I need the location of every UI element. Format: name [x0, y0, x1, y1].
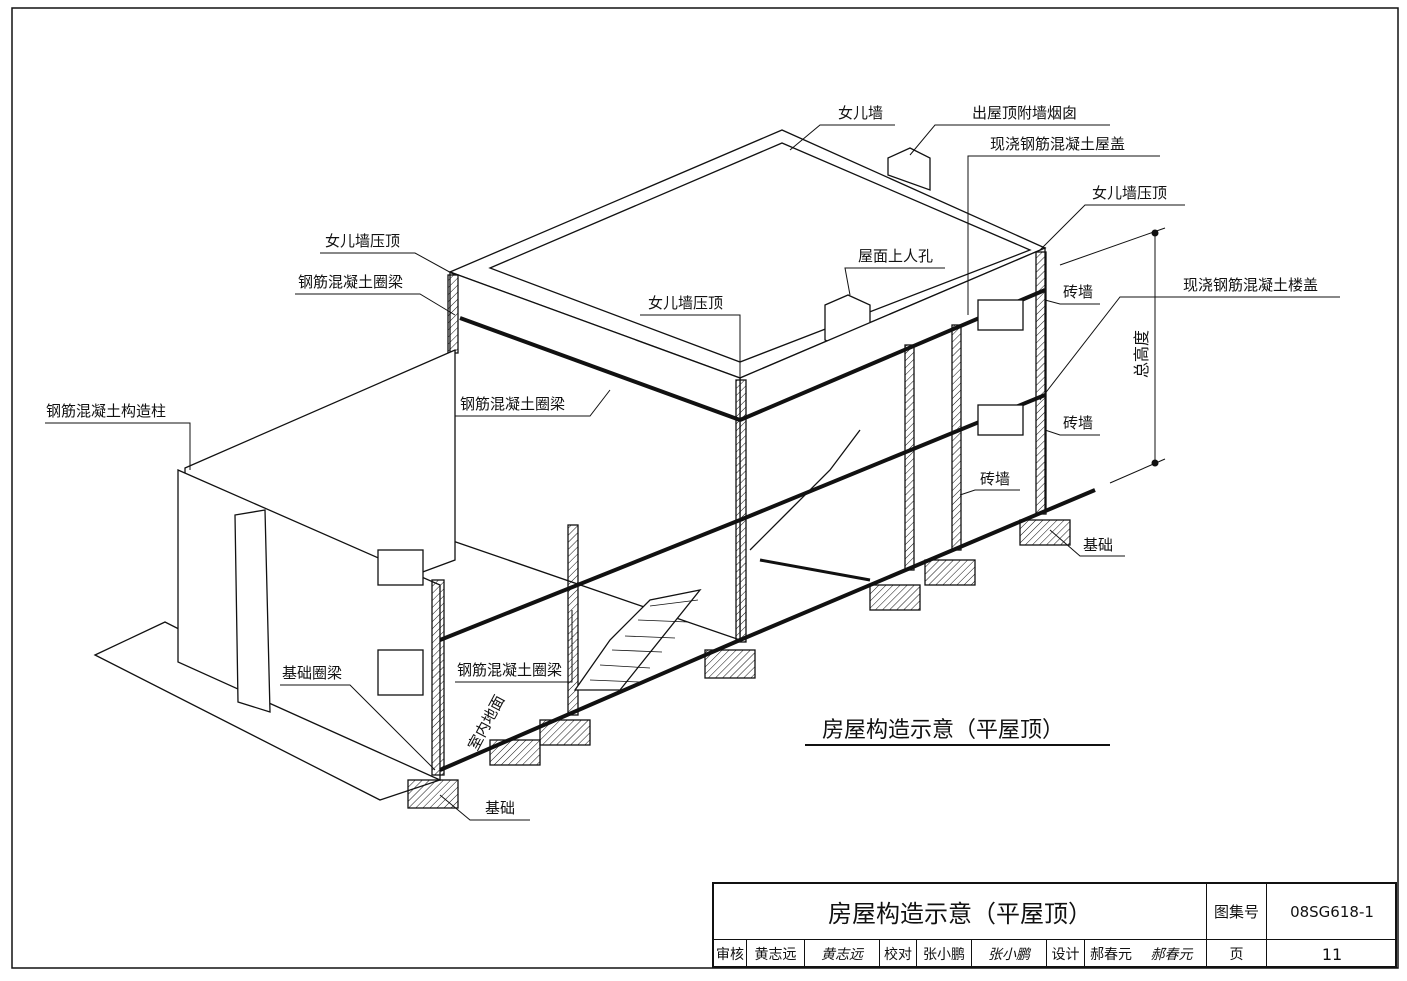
label-foundation-right: 基础	[1083, 536, 1114, 554]
label-parapet-coping-mid: 女儿墙压顶	[648, 294, 724, 312]
label-constructional-column: 钢筋混凝土构造柱	[46, 402, 167, 420]
label-parapet-coping-left: 女儿墙压顶	[325, 232, 401, 250]
building	[93, 129, 1096, 809]
label-ring-beam-top: 钢筋混凝土圈梁	[298, 273, 404, 291]
label-foundation-ring-beam: 基础圈梁	[282, 664, 343, 682]
chimney	[887, 147, 931, 191]
label-cast-floor: 现浇钢筋混凝土楼盖	[1183, 276, 1319, 294]
foundations	[407, 519, 1071, 809]
atlas-label: 图集号	[1207, 884, 1267, 940]
designer-name: 郝春元	[1090, 947, 1132, 963]
label-ring-beam-mid: 钢筋混凝土圈梁	[460, 395, 566, 413]
reviewer-name: 黄志远	[747, 940, 805, 968]
label-brick-wall-2: 砖墙	[1063, 414, 1094, 432]
label-foundation-bottom: 基础	[485, 799, 516, 817]
label-parapet-coping-right: 女儿墙压顶	[1092, 184, 1168, 202]
label-cast-roof: 现浇钢筋混凝土屋盖	[990, 135, 1126, 153]
designer-signature: 郝春元	[1137, 940, 1207, 968]
page-number: 11	[1321, 944, 1343, 964]
title-block: 房屋构造示意（平屋顶） 图集号 08SG618-1 审核 黄志远 黄志远 校对 …	[712, 882, 1397, 968]
page-label: 页	[1207, 940, 1267, 968]
design-label: 设计	[1047, 940, 1085, 968]
title-block-title: 房屋构造示意（平屋顶）	[714, 884, 1207, 940]
atlas-number: 08SG618-1	[1267, 884, 1397, 940]
reviewer-signature: 黄志远	[805, 940, 880, 968]
sheet-border	[11, 7, 1399, 969]
checker-name: 张小鹏	[917, 940, 972, 968]
constructional-column	[431, 579, 445, 776]
checker-signature: 张小鹏	[972, 940, 1047, 968]
check-label: 校对	[880, 940, 917, 968]
label-ring-beam-low: 钢筋混凝土圈梁	[457, 661, 563, 679]
review-label: 审核	[714, 940, 747, 968]
label-brick-wall-1: 砖墙	[1063, 283, 1094, 301]
brick-wall	[1035, 251, 1047, 515]
label-parapet: 女儿墙	[838, 104, 884, 122]
label-total-height: 总高度	[1132, 329, 1152, 379]
label-brick-wall-3: 砖墙	[980, 470, 1011, 488]
label-chimney: 出屋顶附墙烟囱	[972, 104, 1078, 122]
leader-lines	[45, 124, 1340, 821]
label-roof-hatch: 屋面上人孔	[858, 247, 934, 265]
drawing-caption: 房屋构造示意（平屋顶）	[822, 718, 1065, 743]
pilaster	[234, 509, 271, 713]
